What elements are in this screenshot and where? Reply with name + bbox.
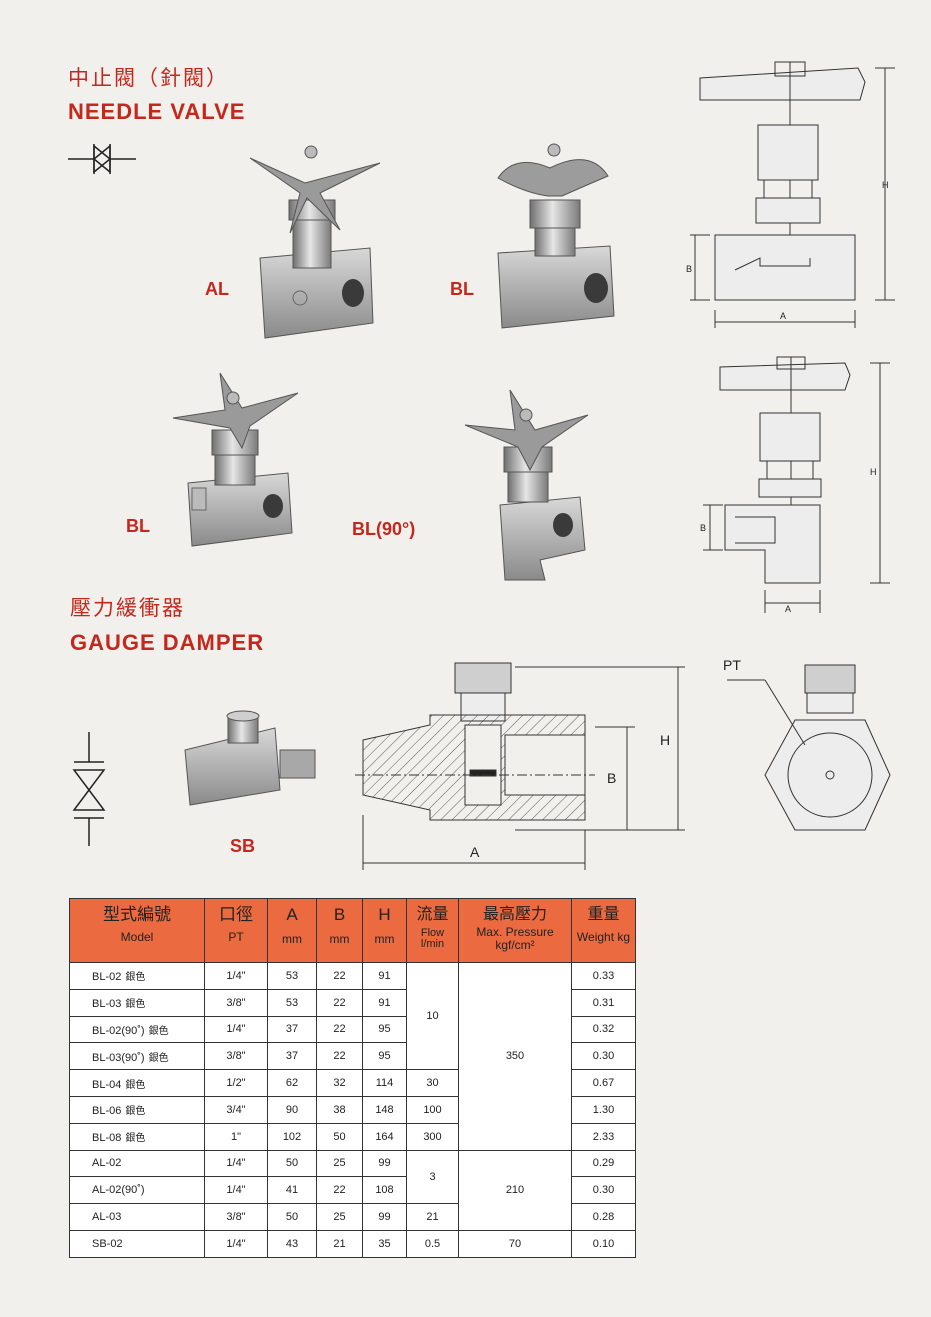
- header-pressure: 最高壓力 Max. Pressure kgf/cm²: [458, 898, 572, 963]
- sb-pt-label: PT: [723, 657, 741, 673]
- dim-a-label: A: [780, 311, 786, 321]
- header-model: 型式編號 Model: [69, 898, 205, 963]
- flow-cell: 100: [406, 1095, 459, 1124]
- label-sb: SB: [230, 836, 256, 856]
- gauge-damper-title-cn: 壓力緩衝器: [70, 596, 185, 620]
- bl-valve-image: [497, 143, 615, 329]
- bl-dimension-drawing: H B A: [686, 61, 895, 328]
- label-bl-top: BL: [450, 279, 474, 299]
- flow-cell: 3: [406, 1149, 459, 1205]
- flow-cell: 0.5: [406, 1229, 459, 1258]
- pressure-cell: 350: [458, 962, 572, 1151]
- flow-cell: 10: [406, 961, 459, 1071]
- dim-b-label: B: [686, 264, 692, 274]
- needle-valve-title-en: NEEDLE VALVE: [68, 99, 246, 124]
- header-weight: 重量 Weight kg: [571, 898, 636, 963]
- dim90-h-label: H: [870, 467, 877, 477]
- dim90-a-label: A: [785, 604, 791, 614]
- header-flow: 流量 Flow l/min: [406, 898, 459, 963]
- flow-cell: 300: [406, 1122, 459, 1151]
- bl90-dimension-drawing: H B A: [700, 356, 890, 614]
- header-b: B mm: [316, 898, 363, 963]
- flow-cell: 21: [406, 1203, 459, 1231]
- needle-valve-title-cn: 中止閥（針閥）: [68, 66, 229, 90]
- label-bl90: BL(90°): [352, 519, 416, 539]
- sb-a-label: A: [470, 844, 480, 860]
- sb-section-drawing: B H A: [355, 662, 685, 870]
- flow-cell: 30: [406, 1069, 459, 1097]
- gauge-damper-symbol: [72, 732, 106, 846]
- dim-h-label: H: [882, 180, 889, 190]
- spec-table: 型式編號 Model 口徑 PT A mm B mm H mm 流量 Flow: [69, 898, 636, 1258]
- sb-damper-image: [184, 710, 316, 806]
- sb-b-label: B: [607, 770, 616, 786]
- al-valve-image: [249, 145, 381, 339]
- header-h: H mm: [362, 898, 407, 963]
- label-bl-bottom: BL: [126, 516, 150, 536]
- sb-h-label: H: [660, 732, 670, 748]
- pressure-cell: 210: [458, 1149, 572, 1231]
- pressure-cell: 70: [458, 1229, 572, 1258]
- bl-valve-image-2: [172, 372, 299, 547]
- gauge-damper-title-en: GAUGE DAMPER: [70, 630, 265, 655]
- header-a: A mm: [267, 898, 317, 963]
- bl90-valve-image: [464, 389, 589, 581]
- header-port: 口徑 PT: [204, 898, 268, 963]
- dim90-b-label: B: [700, 523, 706, 533]
- needle-valve-symbol: [68, 144, 136, 174]
- label-al: AL: [205, 279, 229, 299]
- sb-end-view-drawing: PT: [723, 657, 891, 831]
